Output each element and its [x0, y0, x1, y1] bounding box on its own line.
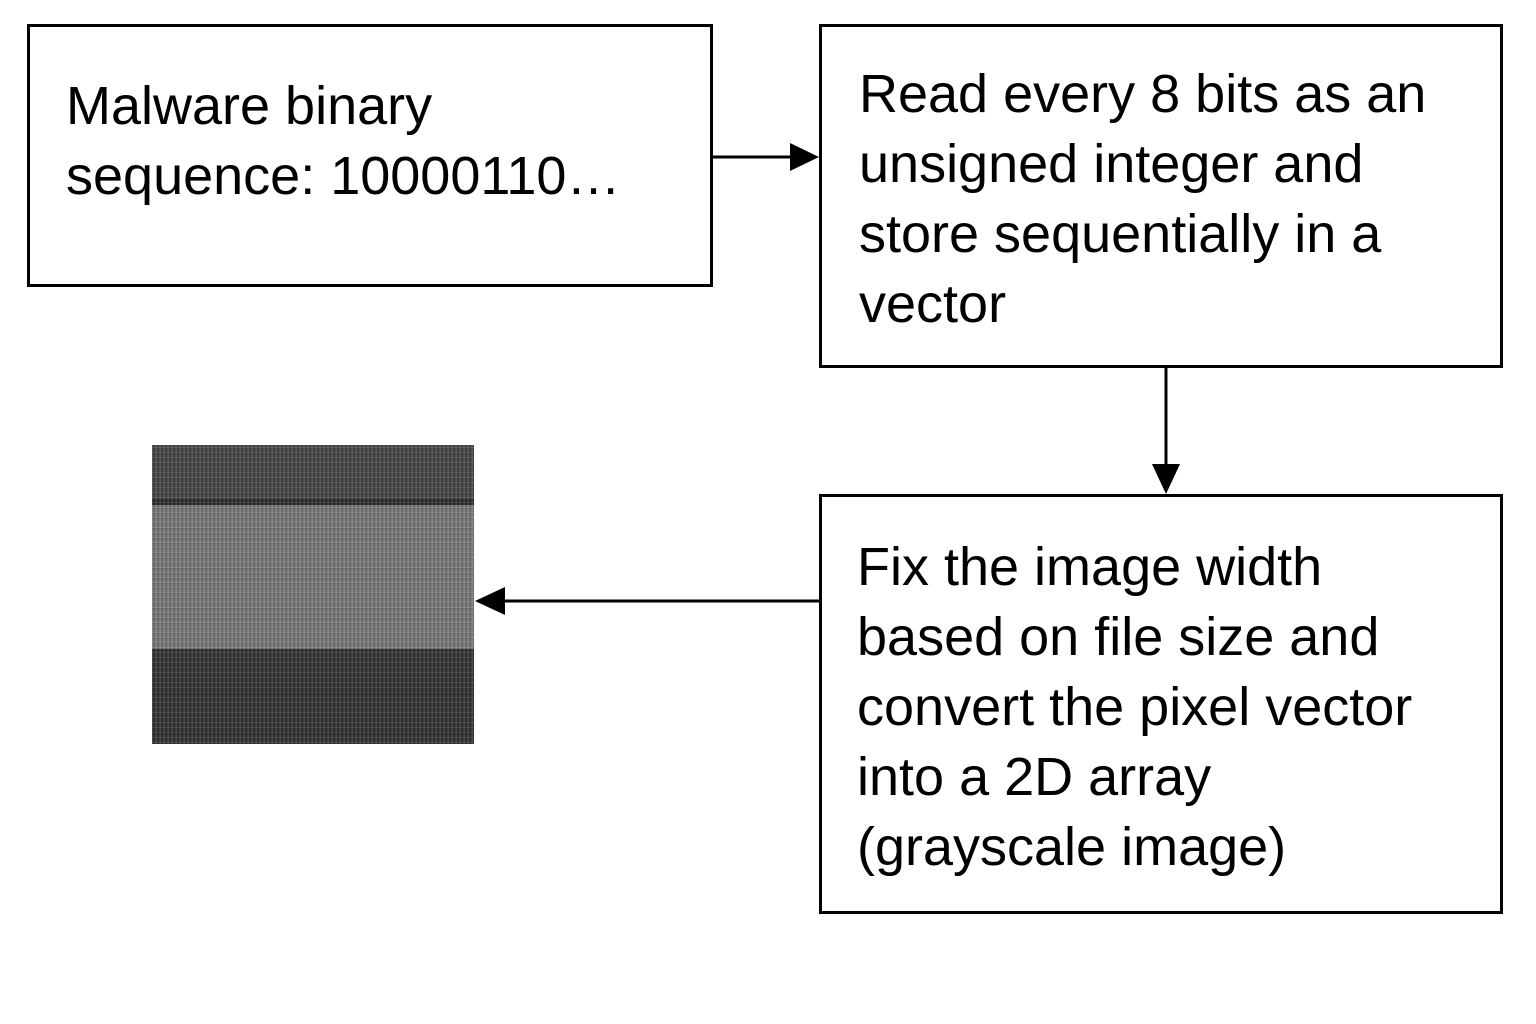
arrow-head: [790, 143, 819, 171]
arrow-binary-to-read: [713, 143, 819, 171]
step-box-read-bytes: Read every 8 bits as an unsigned integer…: [819, 24, 1503, 368]
text-line: Read every 8 bits as an: [859, 64, 1427, 124]
step-text-reshape-image: Fix the image width based on file size a…: [857, 532, 1412, 882]
arrow-head: [1152, 464, 1180, 494]
text-line: based on file size and: [857, 607, 1380, 667]
arrow-head: [475, 587, 505, 615]
step-text-read-bytes: Read every 8 bits as an unsigned integer…: [859, 59, 1426, 339]
text-line: vector: [859, 274, 1007, 334]
step-text-binary: Malware binary sequence: 10000110…: [66, 71, 620, 211]
grayscale-malware-image: [152, 445, 474, 744]
image-band: [152, 649, 474, 744]
text-line: convert the pixel vector: [857, 677, 1413, 737]
text-line: into a 2D array: [857, 747, 1212, 807]
step-box-binary: Malware binary sequence: 10000110…: [27, 24, 713, 287]
image-band: [152, 445, 474, 499]
image-noise-texture: [152, 445, 474, 744]
arrow-read-to-fix: [1152, 368, 1180, 494]
arrow-fix-to-image: [475, 587, 819, 615]
text-line: Malware binary: [66, 76, 433, 136]
image-band: [152, 505, 474, 649]
image-band: [152, 499, 474, 505]
text-line: unsigned integer and: [859, 134, 1364, 194]
text-line: store sequentially in a: [859, 204, 1382, 264]
text-line: sequence: 10000110…: [66, 146, 621, 206]
step-box-reshape-image: Fix the image width based on file size a…: [819, 494, 1503, 914]
text-line: (grayscale image): [857, 817, 1287, 877]
text-line: Fix the image width: [857, 537, 1323, 597]
